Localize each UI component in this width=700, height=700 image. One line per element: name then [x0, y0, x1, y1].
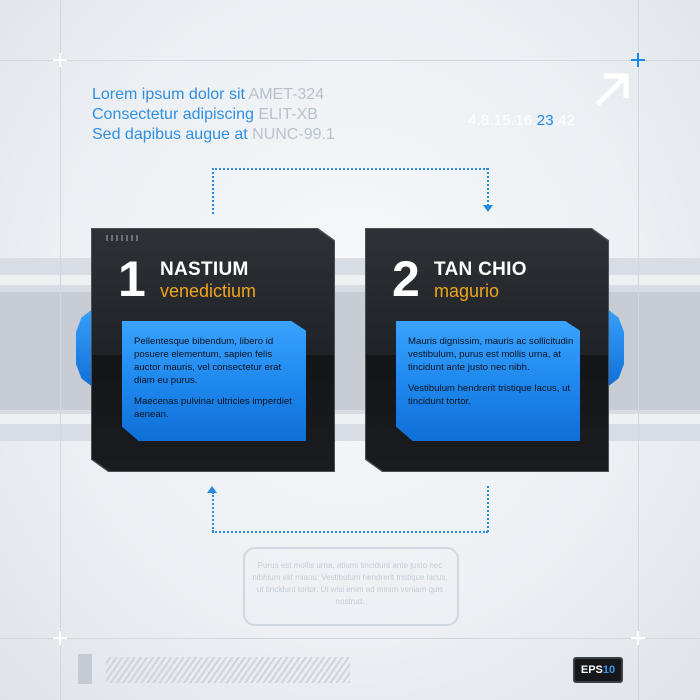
card-ticks — [106, 235, 140, 241]
frame-line-left — [60, 0, 61, 700]
arrow-down-icon — [483, 205, 493, 212]
frame-line-bottom — [0, 638, 700, 639]
step-panel: Pellentesque bibendum, libero id posuere… — [122, 321, 306, 441]
step-description: Mauris dignissim, mauris ac sollicitudin… — [408, 336, 574, 407]
arrow-up-right-icon — [596, 73, 629, 106]
step-card-1: 1 NASTIUM venedictium Pellentesque biben… — [92, 229, 334, 471]
plus-icon — [53, 631, 67, 645]
header-line: Sed dapibus augue at NUNC-99.1 — [92, 126, 335, 143]
connector-top-left — [212, 168, 214, 214]
step-panel: Mauris dignissim, mauris ac sollicitudin… — [396, 321, 580, 441]
arrow-up-icon — [207, 486, 217, 493]
step-card-2: 2 TAN CHIO magurio Mauris dignissim, mau… — [366, 229, 608, 471]
side-tab-right — [606, 308, 624, 388]
plus-icon — [631, 631, 645, 645]
decor-block — [78, 654, 92, 684]
background-band-stripe — [0, 275, 700, 285]
connector-top — [212, 168, 488, 170]
background-band-stripe — [0, 414, 700, 424]
header-line: Lorem ipsum dolor sit AMET-324 — [92, 86, 325, 103]
step-description: Pellentesque bibendum, libero id posuere… — [134, 336, 292, 420]
step-title: TAN CHIO — [434, 259, 527, 280]
connector-bottom-left — [212, 492, 214, 532]
header-text: Lorem ipsum dolor sit AMET-324 Consectet… — [92, 85, 335, 145]
connector-bottom — [212, 531, 488, 533]
connector-bottom-right — [487, 486, 489, 532]
step-number: 2 — [392, 251, 420, 307]
step-subtitle: magurio — [434, 281, 500, 301]
footer-text: Purus est mollis urna, atiumi tincidunt … — [252, 561, 448, 606]
number-sequence: 4.8.15.16.23.42 — [468, 112, 576, 129]
step-number: 1 — [118, 251, 146, 307]
decor-stripe-bar — [106, 657, 350, 683]
side-tab-left — [76, 308, 94, 388]
header-line: Consectetur adipiscing ELIT-XB — [92, 106, 318, 123]
footer-box — [243, 547, 459, 626]
step-subtitle: venedictium — [160, 281, 257, 301]
eps-badge: EPS10 — [573, 657, 623, 683]
frame-line-top — [0, 60, 700, 61]
step-title: NASTIUM — [160, 259, 249, 280]
frame-line-right — [638, 0, 639, 700]
connector-top-right — [487, 168, 489, 206]
plus-icon — [53, 53, 67, 67]
plus-icon — [631, 53, 645, 67]
